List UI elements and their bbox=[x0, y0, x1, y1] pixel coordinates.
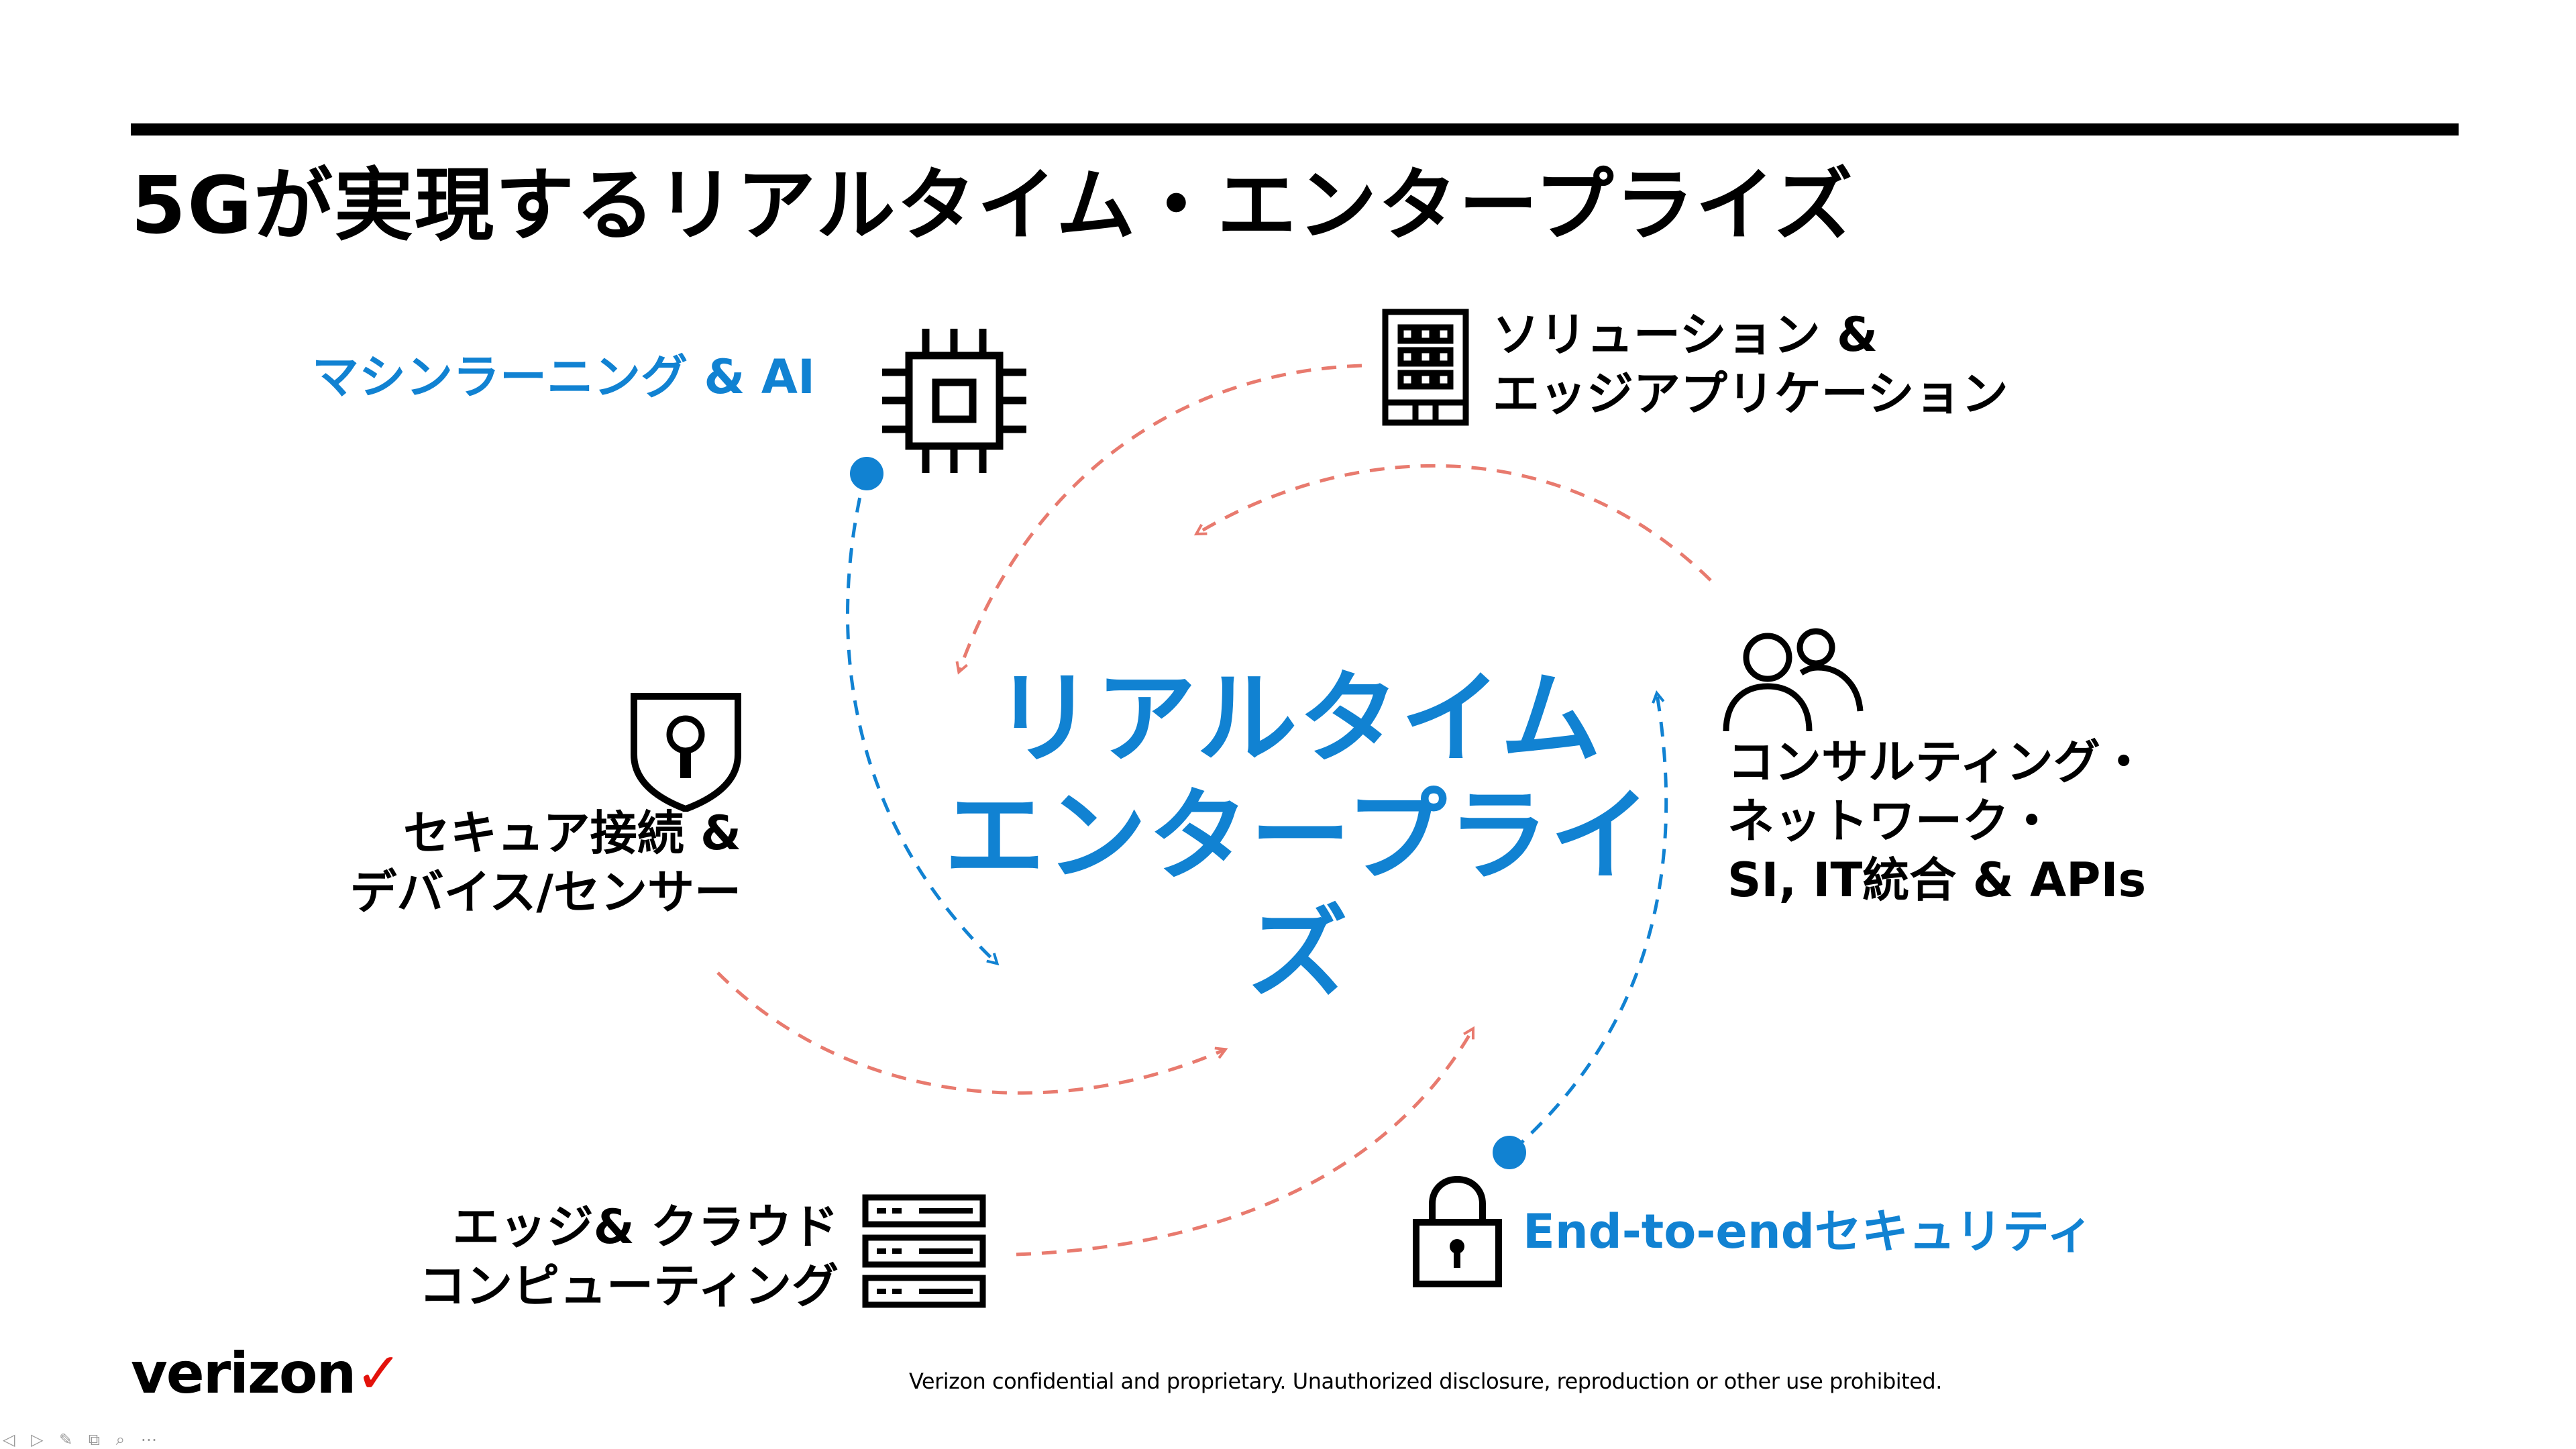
building-icon bbox=[1382, 309, 1469, 426]
logo-check-icon: ✓ bbox=[355, 1340, 402, 1406]
consulting-label: コンサルティング・ ネットワーク・ SI, IT統合 & APIs bbox=[1727, 733, 2147, 910]
confidential-footer: Verizon confidential and proprietary. Un… bbox=[909, 1368, 1942, 1394]
ml-ai-label: マシンラーニング & AI bbox=[312, 350, 816, 405]
center-title-line2: エンタープライズ bbox=[944, 778, 1652, 1012]
people-icon bbox=[1723, 628, 1864, 732]
arrow-secure-to-center bbox=[716, 971, 1224, 1095]
center-title: リアルタイム エンタープライズ bbox=[939, 661, 1657, 1013]
edge-cloud-label-line1: エッジ& クラウド bbox=[452, 1199, 839, 1254]
arrow-security-to-consulting bbox=[1511, 694, 1668, 1152]
padlock-icon bbox=[1413, 1175, 1502, 1287]
shield-keyhole-icon bbox=[631, 693, 741, 812]
edge-cloud-label-line2: コンピューティング bbox=[419, 1258, 839, 1313]
arrow-solutions-to-left bbox=[959, 364, 1362, 671]
slideshow-controls[interactable]: ◁ ▷ ✎ ⧉ ⌕ ⋯ bbox=[3, 1430, 162, 1449]
center-title-line1: リアルタイム bbox=[994, 661, 1603, 777]
title-rule bbox=[131, 123, 2459, 136]
consulting-label-line3: SI, IT統合 & APIs bbox=[1727, 853, 2147, 908]
arrow-edge-to-center bbox=[1016, 1030, 1472, 1256]
solutions-label-line2: エッジアプリケーション bbox=[1493, 366, 2008, 421]
server-icon bbox=[862, 1194, 986, 1308]
secure-label: セキュア接続 & デバイス/センサー bbox=[295, 804, 741, 922]
solutions-label-line1: ソリューション & bbox=[1493, 307, 1878, 362]
security-dot bbox=[1493, 1136, 1526, 1169]
chip-icon bbox=[882, 329, 1026, 473]
verizon-logo: verizon✓ bbox=[131, 1340, 402, 1406]
arrow-ml-to-center bbox=[846, 472, 996, 963]
solutions-label: ソリューション & エッジアプリケーション bbox=[1493, 305, 2008, 423]
arrow-solutions-to-inner bbox=[1197, 464, 1712, 582]
page-title: 5Gが実現するリアルタイム・エンタープライズ bbox=[131, 159, 1854, 252]
secure-label-line2: デバイス/センサー bbox=[350, 865, 741, 920]
e2e-security-label: End-to-endセキュリティ bbox=[1523, 1204, 2094, 1259]
edge-cloud-label: エッジ& クラウド コンピューティング bbox=[349, 1197, 839, 1316]
ml-dot bbox=[850, 457, 883, 490]
secure-label-line1: セキュア接続 & bbox=[402, 806, 741, 861]
consulting-label-line2: ネットワーク・ bbox=[1727, 794, 2055, 849]
logo-wordmark: verizon bbox=[131, 1340, 356, 1406]
consulting-label-line1: コンサルティング・ bbox=[1727, 735, 2147, 790]
